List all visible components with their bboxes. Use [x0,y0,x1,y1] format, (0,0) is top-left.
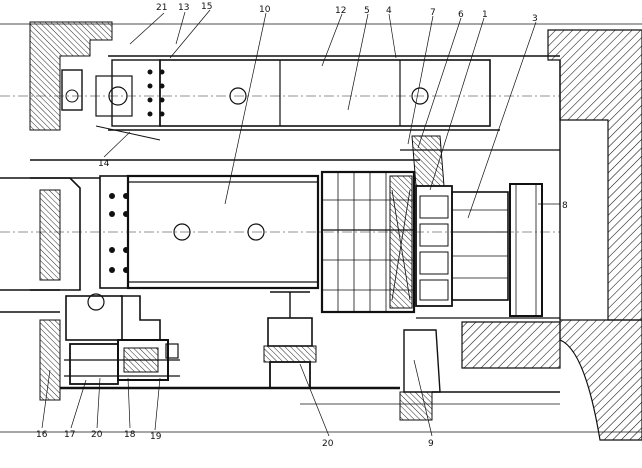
callout-1: 1 [482,10,488,20]
callout-17: 17 [64,430,75,440]
lower-supports [64,291,441,393]
callout-14: 14 [98,159,110,169]
callout-4: 4 [386,6,392,16]
callout-5: 5 [364,6,370,16]
callout-15: 15 [201,2,212,12]
callout-18: 18 [124,430,136,440]
callout-20-left: 20 [91,430,103,440]
callout-16: 16 [36,430,48,440]
callout-20-right: 20 [322,439,334,449]
center-lines [0,95,560,233]
callout-13: 13 [178,3,189,13]
callout-8: 8 [562,201,568,211]
upper-housing [61,59,491,141]
callout-labels: 21 13 15 10 12 5 4 7 6 1 3 8 14 16 17 20… [36,2,568,449]
callout-6: 6 [458,10,464,20]
callout-10: 10 [259,5,271,15]
callout-7: 7 [430,8,436,18]
callout-9: 9 [428,439,434,449]
foundation-concrete [29,21,642,441]
callout-12: 12 [335,6,346,16]
callout-21: 21 [156,3,167,13]
callout-19: 19 [150,432,162,442]
callout-3: 3 [532,14,538,24]
leader-lines [41,9,560,437]
turbine-cylinder [30,174,320,291]
stator-section [320,135,560,319]
